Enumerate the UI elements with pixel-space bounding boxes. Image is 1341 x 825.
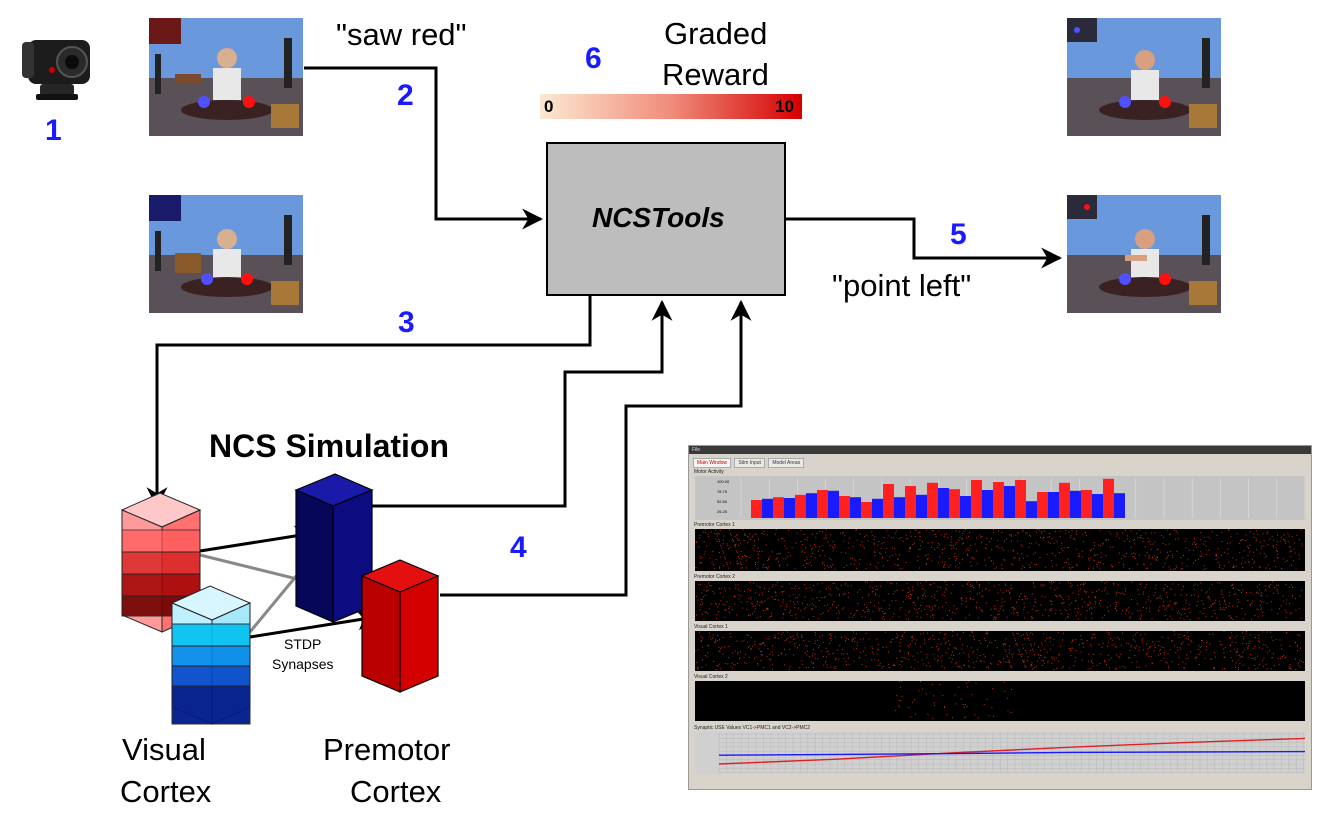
motor-bar-blue [1092, 494, 1103, 518]
motor-bar-red [927, 482, 938, 518]
tab-model-areas[interactable]: Model Areas [768, 458, 805, 468]
motor-bar-blue [982, 490, 993, 518]
motor-activity-panel: 100.00 78.75 52.50 26.25 [695, 476, 1306, 520]
synapses-label: Synapses [272, 656, 334, 672]
motor-activity-chart [740, 478, 1306, 518]
synaptic-line-red [718, 737, 1306, 765]
scene-thumbnail-top-right [1067, 18, 1221, 136]
motor-bar-red [905, 486, 916, 518]
synapse-arrow-cyan-to-red [249, 609, 379, 639]
scene-thumbnail-top-left [149, 18, 303, 136]
scene-thumbnail-middle-right [1067, 195, 1221, 313]
motor-bar-blue [784, 498, 795, 518]
motor-bar-red [883, 484, 894, 518]
premotor-label: Premotor [323, 732, 451, 767]
motor-bar-red [839, 496, 850, 518]
arrow-premotor-blue-to-ncstools [370, 299, 673, 508]
motor-bar-red [817, 490, 828, 518]
step-number-1: 1 [45, 114, 62, 147]
motor-bar-red [751, 500, 762, 518]
motor-bar-blue [1026, 501, 1037, 518]
reward-label: Reward [662, 57, 769, 92]
gui-menubar[interactable]: File [689, 446, 1311, 454]
motor-bar-red [1081, 490, 1092, 518]
webcam-icon [22, 40, 90, 100]
visual-label: Visual [122, 732, 206, 767]
motor-bar-blue [916, 494, 927, 518]
connection-arrows [146, 66, 1063, 639]
step-number-2: 2 [397, 79, 414, 112]
reward-scale-min: 0 [544, 97, 554, 116]
panel-label-vc2: Visual Cortex 2 [694, 674, 728, 680]
arrow-ncstools-to-visual [146, 295, 592, 509]
arrow-premotor-red-to-ncstools [440, 299, 752, 597]
premotor-cortex-label: Cortex [350, 774, 442, 809]
motor-bar-red [773, 497, 784, 518]
motor-bar-blue [762, 498, 773, 518]
gui-tabs: Main Window Stim Input Model Areas [693, 458, 806, 468]
arrow-ncstools-to-scene [785, 217, 1063, 269]
motor-bar-blue [850, 497, 861, 518]
motor-bar-blue [1004, 486, 1015, 518]
synaptic-use-panel [695, 732, 1306, 774]
step-number-6: 6 [585, 42, 602, 75]
motor-bar-blue [872, 498, 883, 518]
scene-thumbnail-middle-left [149, 195, 303, 313]
motor-bar-red [861, 502, 872, 518]
motor-bar-red [1015, 480, 1026, 518]
reward-scale-max: 10 [775, 97, 794, 116]
tab-stim-input[interactable]: Stim Input [734, 458, 765, 468]
motor-bar-blue [894, 497, 905, 518]
ncs-simulation-title: NCS Simulation [209, 428, 450, 464]
motor-bar-blue [960, 496, 971, 518]
synaptic-line-blue [718, 750, 1306, 756]
motor-bar-red [795, 494, 806, 518]
synaptic-use-chart [718, 733, 1306, 773]
simulation-gui-window: File Main Window Stim Input Model Areas … [688, 445, 1312, 790]
motor-bar-blue [1070, 490, 1081, 518]
visual-cortex-2-raster [695, 681, 1305, 721]
graded-label: Graded [664, 16, 768, 51]
step-number-3: 3 [398, 306, 415, 339]
motor-bar-blue [806, 493, 817, 518]
saw-red-label: "saw red" [336, 17, 467, 52]
motor-bar-blue [938, 488, 949, 518]
motor-bar-blue [828, 490, 839, 518]
motor-bar-blue [1114, 493, 1125, 518]
visual-cortex-cyan-stack [170, 585, 252, 725]
tab-main-window[interactable]: Main Window [693, 458, 732, 468]
panel-label-pmc1: Premotor Cortex 1 [694, 522, 735, 528]
motor-bar-red [993, 482, 1004, 518]
step-number-4: 4 [510, 531, 527, 564]
panel-label-motor: Motor Activity [694, 469, 724, 475]
synapse-arrow-red-to-blue [199, 525, 317, 553]
premotor-cortex-red-prism [360, 559, 440, 693]
motor-bar-red [1037, 492, 1048, 518]
motor-bar-red [1059, 482, 1070, 518]
step-number-5: 5 [950, 218, 967, 251]
motor-tick-3: 26.25 [717, 509, 728, 514]
motor-bar-red [949, 489, 960, 518]
reward-scale-bar [540, 94, 802, 119]
visual-cortex-label: Cortex [120, 774, 212, 809]
ncstools-label: NCSTools [592, 202, 725, 233]
motor-bar-red [1103, 478, 1114, 518]
premotor-cortex-blue-prism [294, 473, 374, 623]
stdp-label: STDP [284, 636, 322, 652]
panel-label-vc1: Visual Cortex 1 [694, 624, 728, 630]
motor-tick-0: 100.00 [717, 479, 730, 484]
visual-cortex-1-raster [695, 631, 1305, 671]
point-left-label: "point left" [832, 268, 972, 303]
motor-bar-red [971, 480, 982, 518]
panel-label-pmc2: Premotor Cortex 2 [694, 574, 735, 580]
ncstools-box [546, 142, 786, 296]
arrow-scene-to-ncstools [304, 66, 544, 230]
panel-label-synaptic: Synaptic USE Values VC1->PMC1 and VC2->P… [694, 725, 811, 731]
premotor-cortex-2-raster [695, 581, 1305, 621]
premotor-cortex-1-raster [695, 529, 1305, 571]
motor-tick-1: 78.75 [717, 489, 728, 494]
motor-bar-blue [1048, 492, 1059, 518]
motor-tick-2: 52.50 [717, 499, 728, 504]
